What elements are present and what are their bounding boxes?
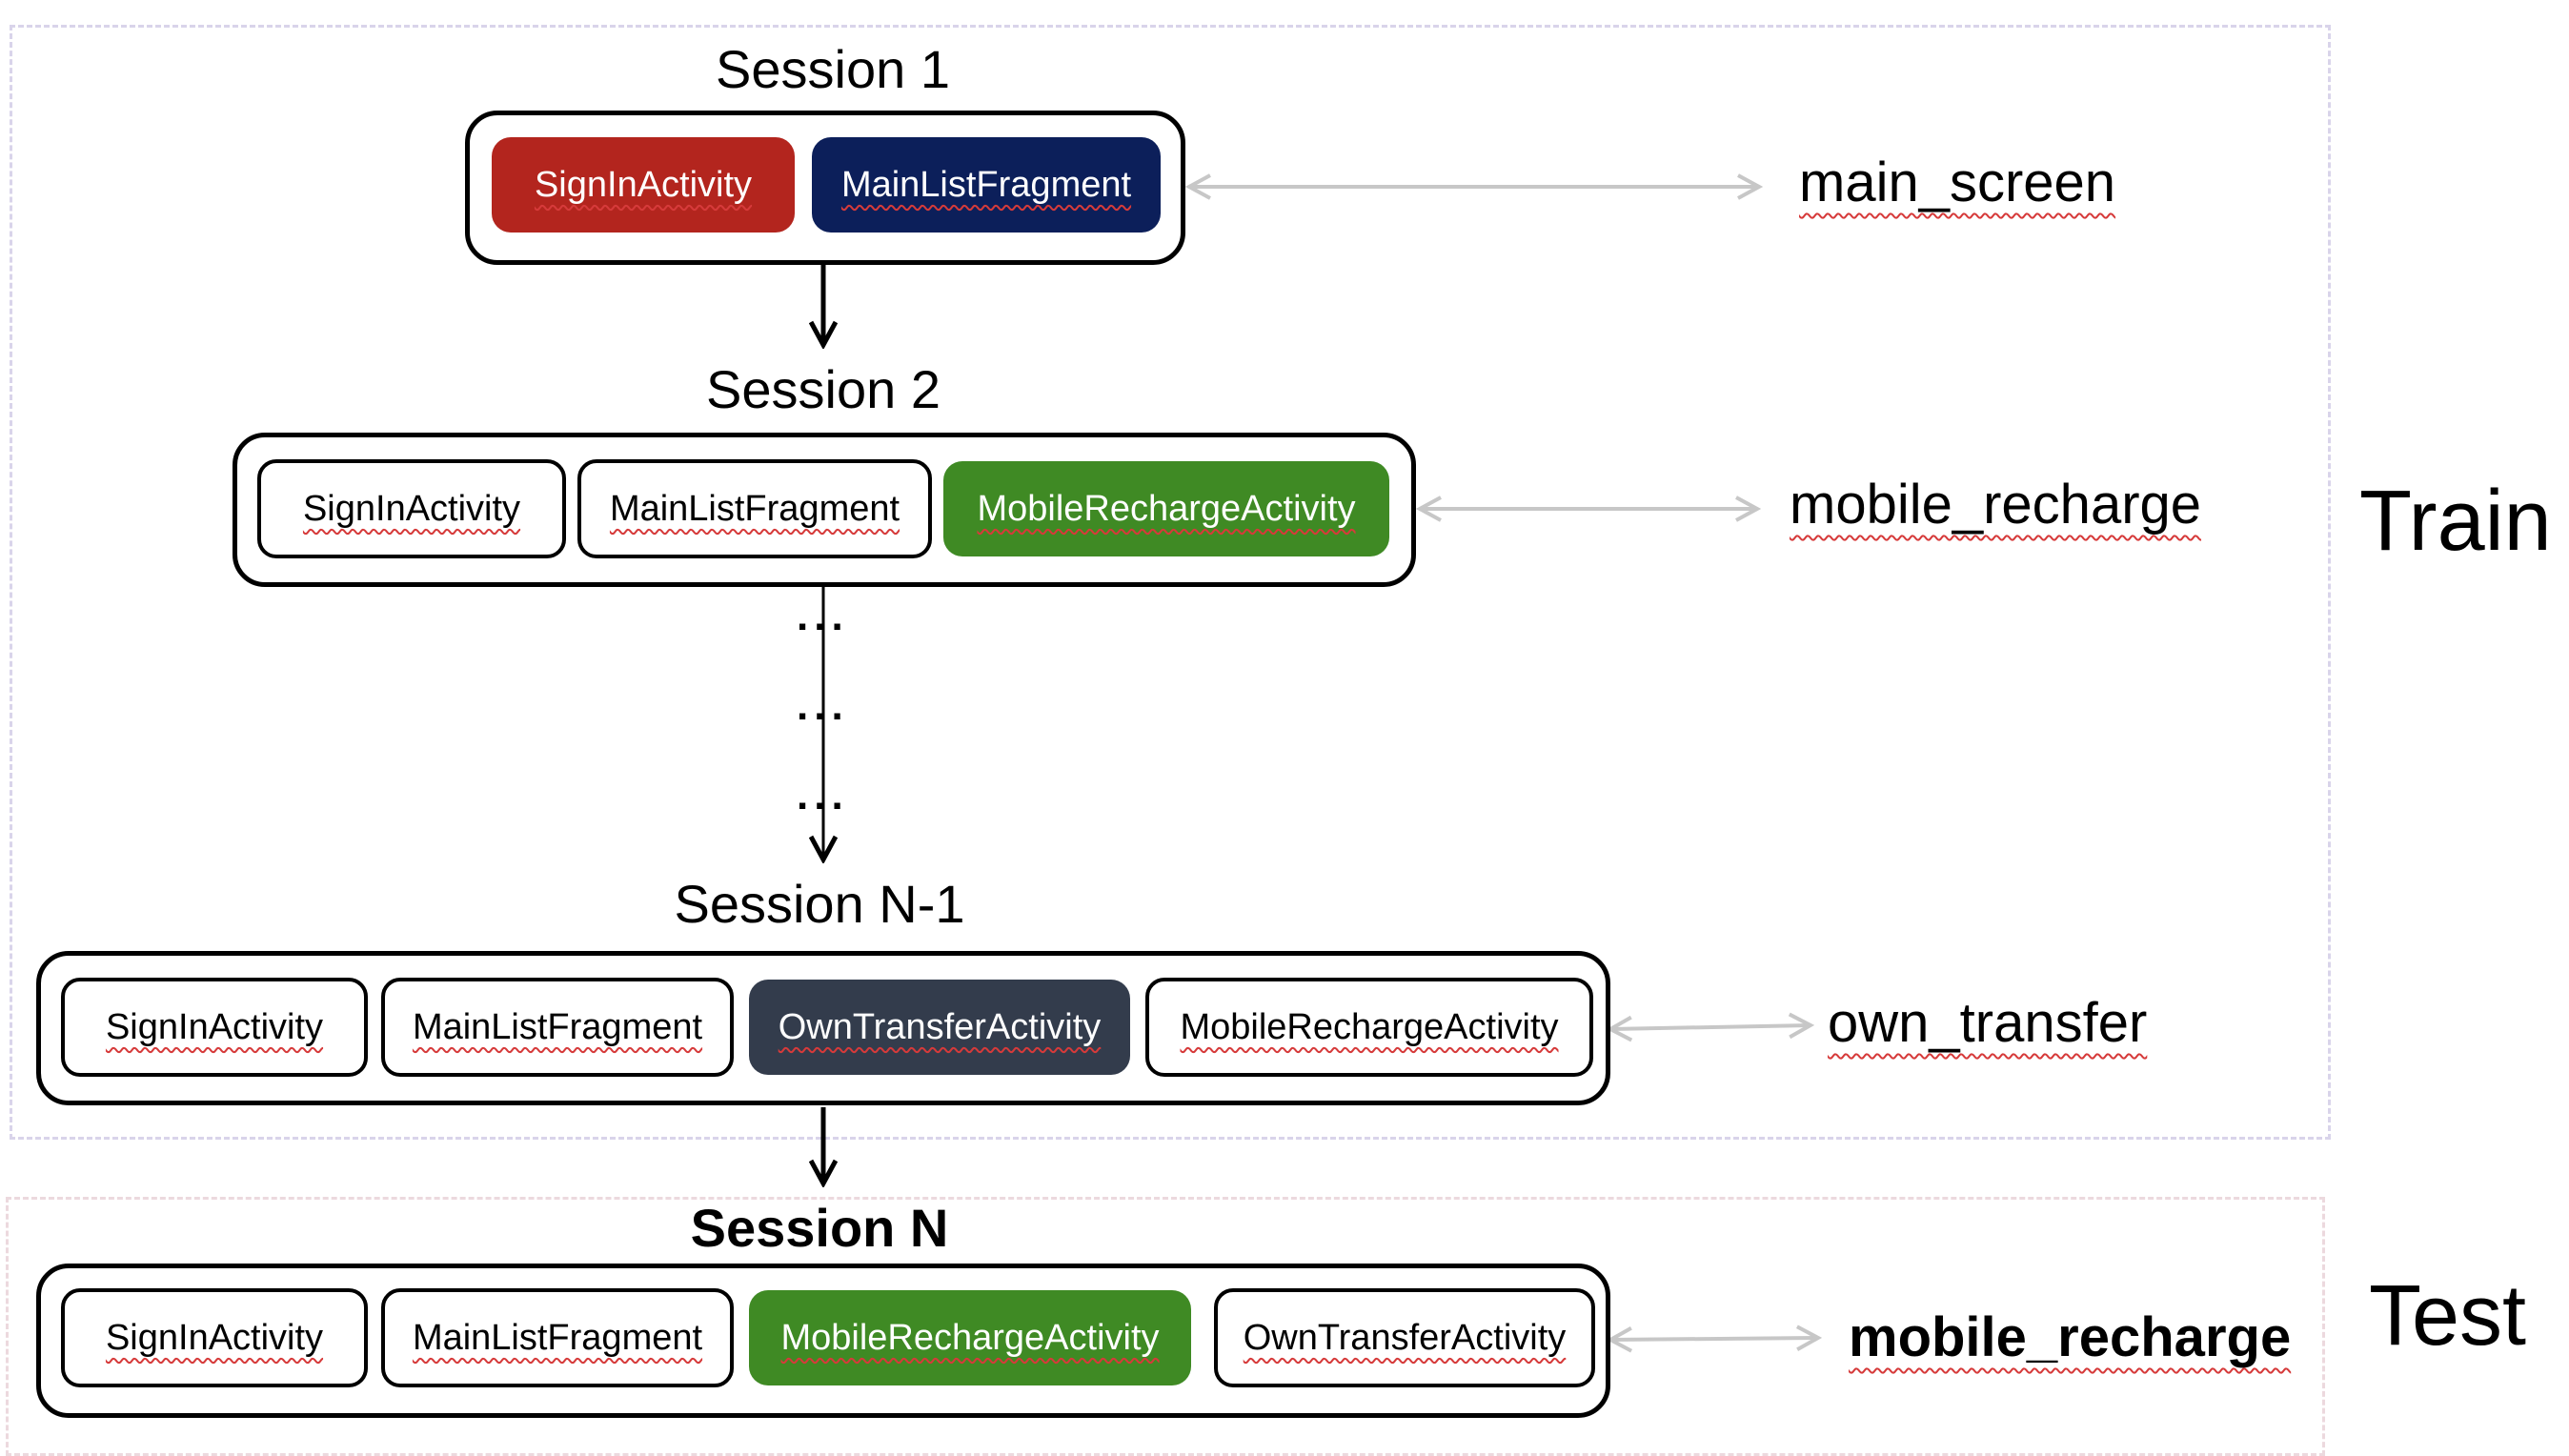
session-n-activity-transfer: OwnTransferActivity xyxy=(1214,1288,1595,1387)
train-region xyxy=(10,25,2331,1140)
session-1-title: Session 1 xyxy=(716,39,950,99)
feature-link-n1 xyxy=(1610,1025,1810,1029)
session-n1-activity-mainlist: MainListFragment xyxy=(381,978,734,1077)
session-2-activity-signin: SignInActivity xyxy=(257,459,566,558)
session-n1-title: Session N-1 xyxy=(674,874,965,934)
session-n-activity-recharge: MobileRechargeActivity xyxy=(749,1290,1191,1385)
ellipsis-3: ... xyxy=(797,772,849,819)
session-n-activity-signin: SignInActivity xyxy=(61,1288,368,1387)
session-1-activity-mainlist: MainListFragment xyxy=(812,137,1161,233)
feature-link-n xyxy=(1610,1338,1818,1340)
session-n-title: Session N xyxy=(690,1198,949,1258)
ellipsis-1: ... xyxy=(797,593,849,639)
test-label: Test xyxy=(2369,1268,2527,1364)
session-2-title: Session 2 xyxy=(706,359,941,419)
session-1-activity-signin: SignInActivity xyxy=(492,137,795,233)
session-n-feature: mobile_recharge xyxy=(1849,1306,2292,1368)
session-2-activity-mainlist: MainListFragment xyxy=(577,459,932,558)
ellipsis-2: ... xyxy=(797,682,849,729)
session-n1-activity-transfer: OwnTransferActivity xyxy=(749,980,1130,1075)
train-label: Train xyxy=(2359,474,2552,569)
session-1-feature: main_screen xyxy=(1799,152,2116,213)
session-2-activity-recharge: MobileRechargeActivity xyxy=(943,461,1389,556)
session-n-activity-mainlist: MainListFragment xyxy=(381,1288,734,1387)
session-n1-feature: own_transfer xyxy=(1828,992,2148,1054)
session-2-feature: mobile_recharge xyxy=(1790,474,2202,536)
session-n1-activity-signin: SignInActivity xyxy=(61,978,368,1077)
session-n1-activity-recharge: MobileRechargeActivity xyxy=(1145,978,1593,1077)
